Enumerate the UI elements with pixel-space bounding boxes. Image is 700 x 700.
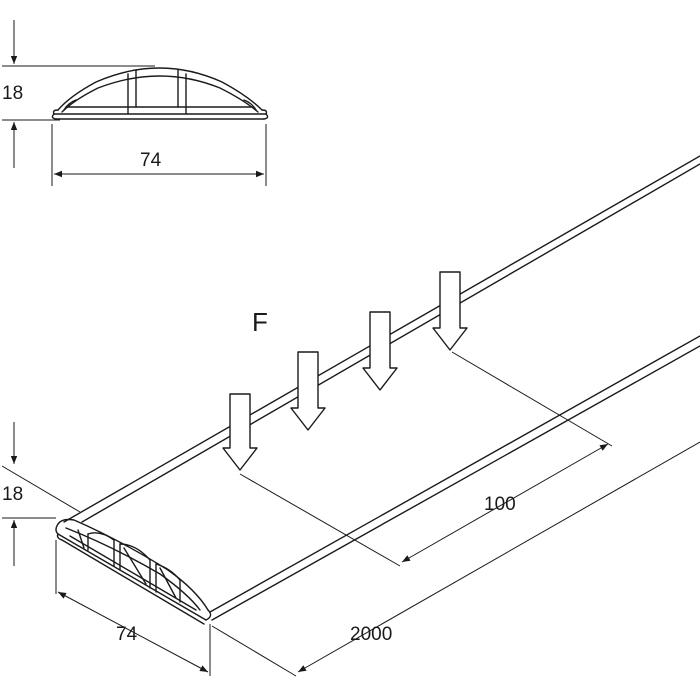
duct-top-ridge-edge bbox=[81, 163, 700, 523]
profile-view: 18 74 bbox=[2, 20, 269, 186]
force-label: F bbox=[252, 307, 268, 337]
perspective-width-label: 74 bbox=[116, 624, 138, 645]
length-label: 2000 bbox=[350, 624, 392, 645]
profile-height-label: 18 bbox=[2, 83, 23, 104]
duct-front-upper-edge bbox=[209, 335, 700, 613]
duct-front-lower-edge bbox=[211, 345, 700, 621]
spacing-dimension: 100 bbox=[239, 351, 613, 567]
duct-end-face bbox=[55, 518, 212, 625]
perspective-view: F 18 74 100 2000 bbox=[1, 155, 700, 677]
profile-shape bbox=[51, 67, 269, 120]
spacing-dimension-line bbox=[401, 443, 609, 563]
force-arrow-1 bbox=[222, 393, 258, 471]
force-arrows: F bbox=[222, 271, 468, 471]
spacing-label: 100 bbox=[484, 494, 516, 515]
perspective-height-label: 18 bbox=[2, 484, 23, 505]
perspective-height-dimension: 18 bbox=[1, 422, 81, 566]
profile-width-label: 74 bbox=[140, 150, 162, 171]
perspective-width-dimension-line bbox=[57, 591, 209, 673]
force-arrow-4 bbox=[432, 271, 468, 351]
force-arrow-3 bbox=[362, 311, 398, 391]
length-dimension: 2000 bbox=[211, 441, 700, 677]
length-dimension-line bbox=[297, 441, 700, 673]
force-arrow-2 bbox=[290, 351, 326, 431]
perspective-width-dimension: 74 bbox=[55, 540, 211, 676]
